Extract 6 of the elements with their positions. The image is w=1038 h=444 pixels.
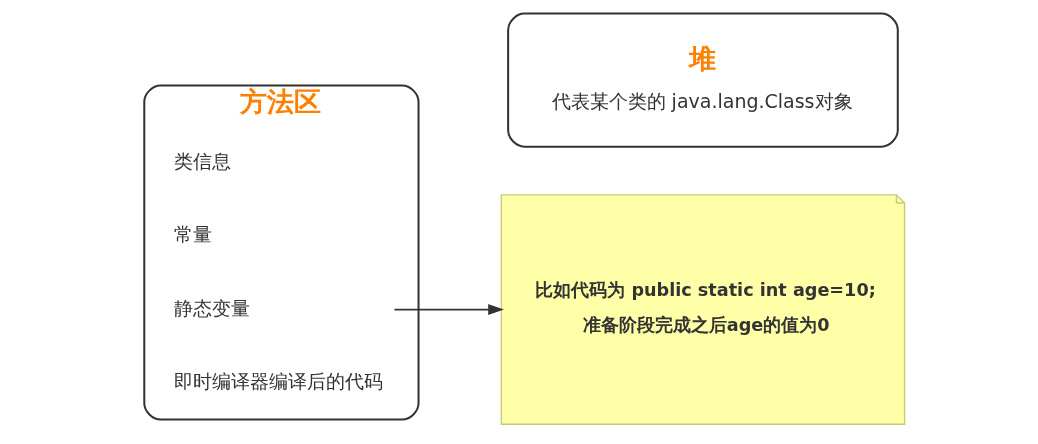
node-text: 常量 — [174, 223, 213, 246]
node-text: 静态变量 — [174, 296, 251, 319]
node-box: 堆 代表某个类的 java.lang.Class对象 — [507, 12, 899, 148]
arrow — [393, 304, 504, 316]
node-text: 类信息 — [174, 149, 232, 172]
node-text: 即时编译器编译后的代码 — [174, 369, 384, 392]
